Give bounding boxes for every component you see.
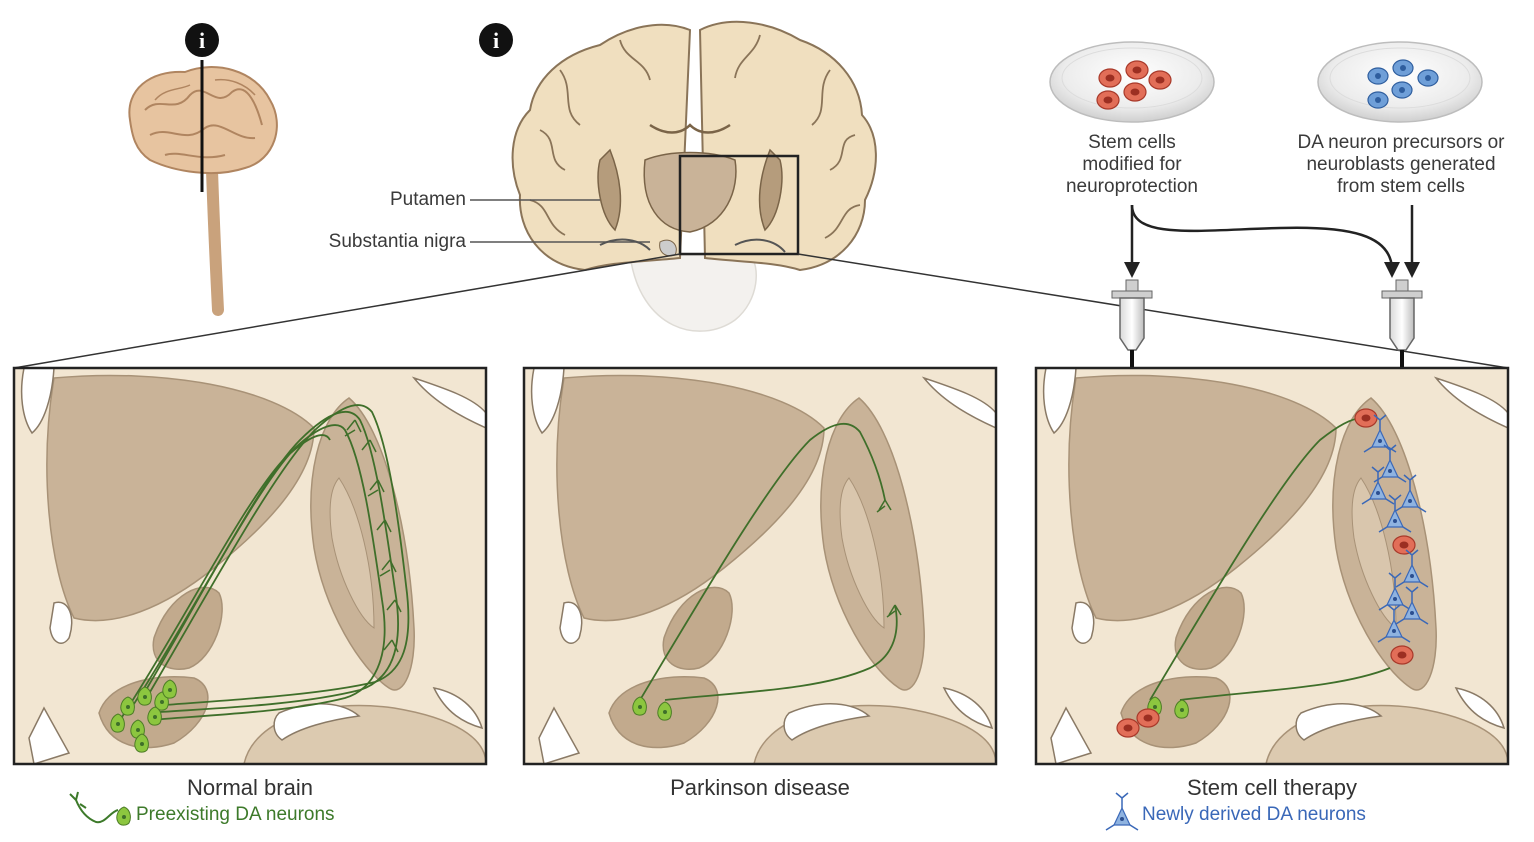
label-da-precursors: DA neuron precursors or neuroblasts gene… <box>1268 132 1534 198</box>
panel-parkinson-disease <box>524 368 996 764</box>
info-badge-left: i <box>185 23 219 57</box>
injection-arrows <box>1132 205 1412 268</box>
legend-preexisting-da-neurons: Preexisting DA neurons <box>136 804 335 826</box>
precursor-cell-dish <box>1318 42 1482 122</box>
panel-stem-cell-therapy <box>1036 368 1508 764</box>
caption-normal-brain: Normal brain <box>14 775 486 801</box>
info-badge-center: i <box>479 23 513 57</box>
svg-text:i: i <box>199 28 205 53</box>
caption-stem-cell-therapy: Stem cell therapy <box>1036 775 1508 801</box>
legend-newly-derived-da-neurons: Newly derived DA neurons <box>1142 804 1366 826</box>
svg-text:i: i <box>493 28 499 53</box>
label-substantia-nigra: Substantia nigra <box>270 231 466 253</box>
arrow-heads <box>1124 262 1420 278</box>
zoom-projection-lines <box>14 254 1508 368</box>
caption-parkinson-disease: Parkinson disease <box>524 775 996 801</box>
stem-cell-dish <box>1050 42 1214 122</box>
label-stem-cells-neuroprotection: Stem cells modified for neuroprotection <box>1032 132 1232 198</box>
coronal-brain-section <box>513 22 876 331</box>
brain-lateral-illustration <box>129 60 277 310</box>
panel-normal-brain <box>14 368 486 764</box>
label-putamen: Putamen <box>300 189 466 211</box>
